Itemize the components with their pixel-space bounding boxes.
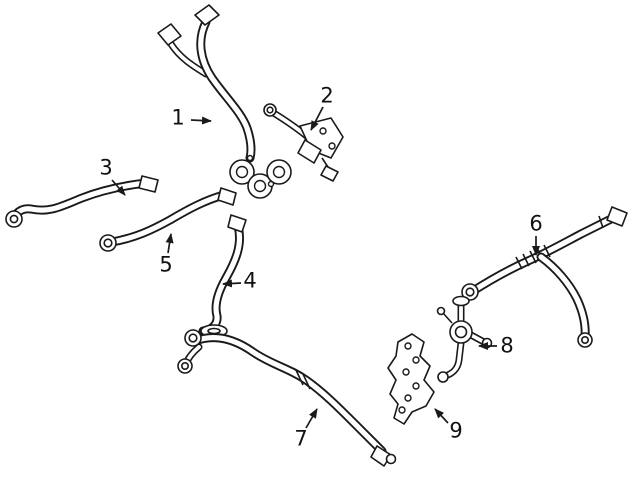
part-5-hose xyxy=(99,187,237,252)
callout-arrow-7 xyxy=(305,408,318,429)
callout-label-5: 5 xyxy=(159,252,173,277)
callout-arrow-1 xyxy=(190,116,212,125)
part-3-hose xyxy=(5,175,159,228)
callout-label-7: 7 xyxy=(294,426,308,451)
part-8-valve xyxy=(436,295,493,383)
callout-label-3: 3 xyxy=(99,155,113,180)
callout-arrow-4 xyxy=(222,279,242,288)
callout-arrow-3 xyxy=(111,179,126,196)
part-7-hose xyxy=(177,329,397,467)
callout-arrow-2 xyxy=(310,106,324,131)
callout-label-9: 9 xyxy=(449,418,463,443)
callout-arrow-9 xyxy=(434,408,449,424)
callout-label-8: 8 xyxy=(500,333,514,358)
part-1-hose-assembly xyxy=(157,4,292,199)
callout-label-4: 4 xyxy=(243,268,257,293)
callout-arrow-5 xyxy=(165,233,174,254)
part-4-hose xyxy=(198,214,247,338)
callout-label-6: 6 xyxy=(529,211,543,236)
part-2-pipe-bracket xyxy=(263,103,344,182)
part-6-hose xyxy=(461,206,628,348)
callout-label-2: 2 xyxy=(320,83,334,108)
callout-arrows xyxy=(111,106,540,429)
callout-label-1: 1 xyxy=(171,105,185,130)
part-9-bracket xyxy=(387,333,435,425)
